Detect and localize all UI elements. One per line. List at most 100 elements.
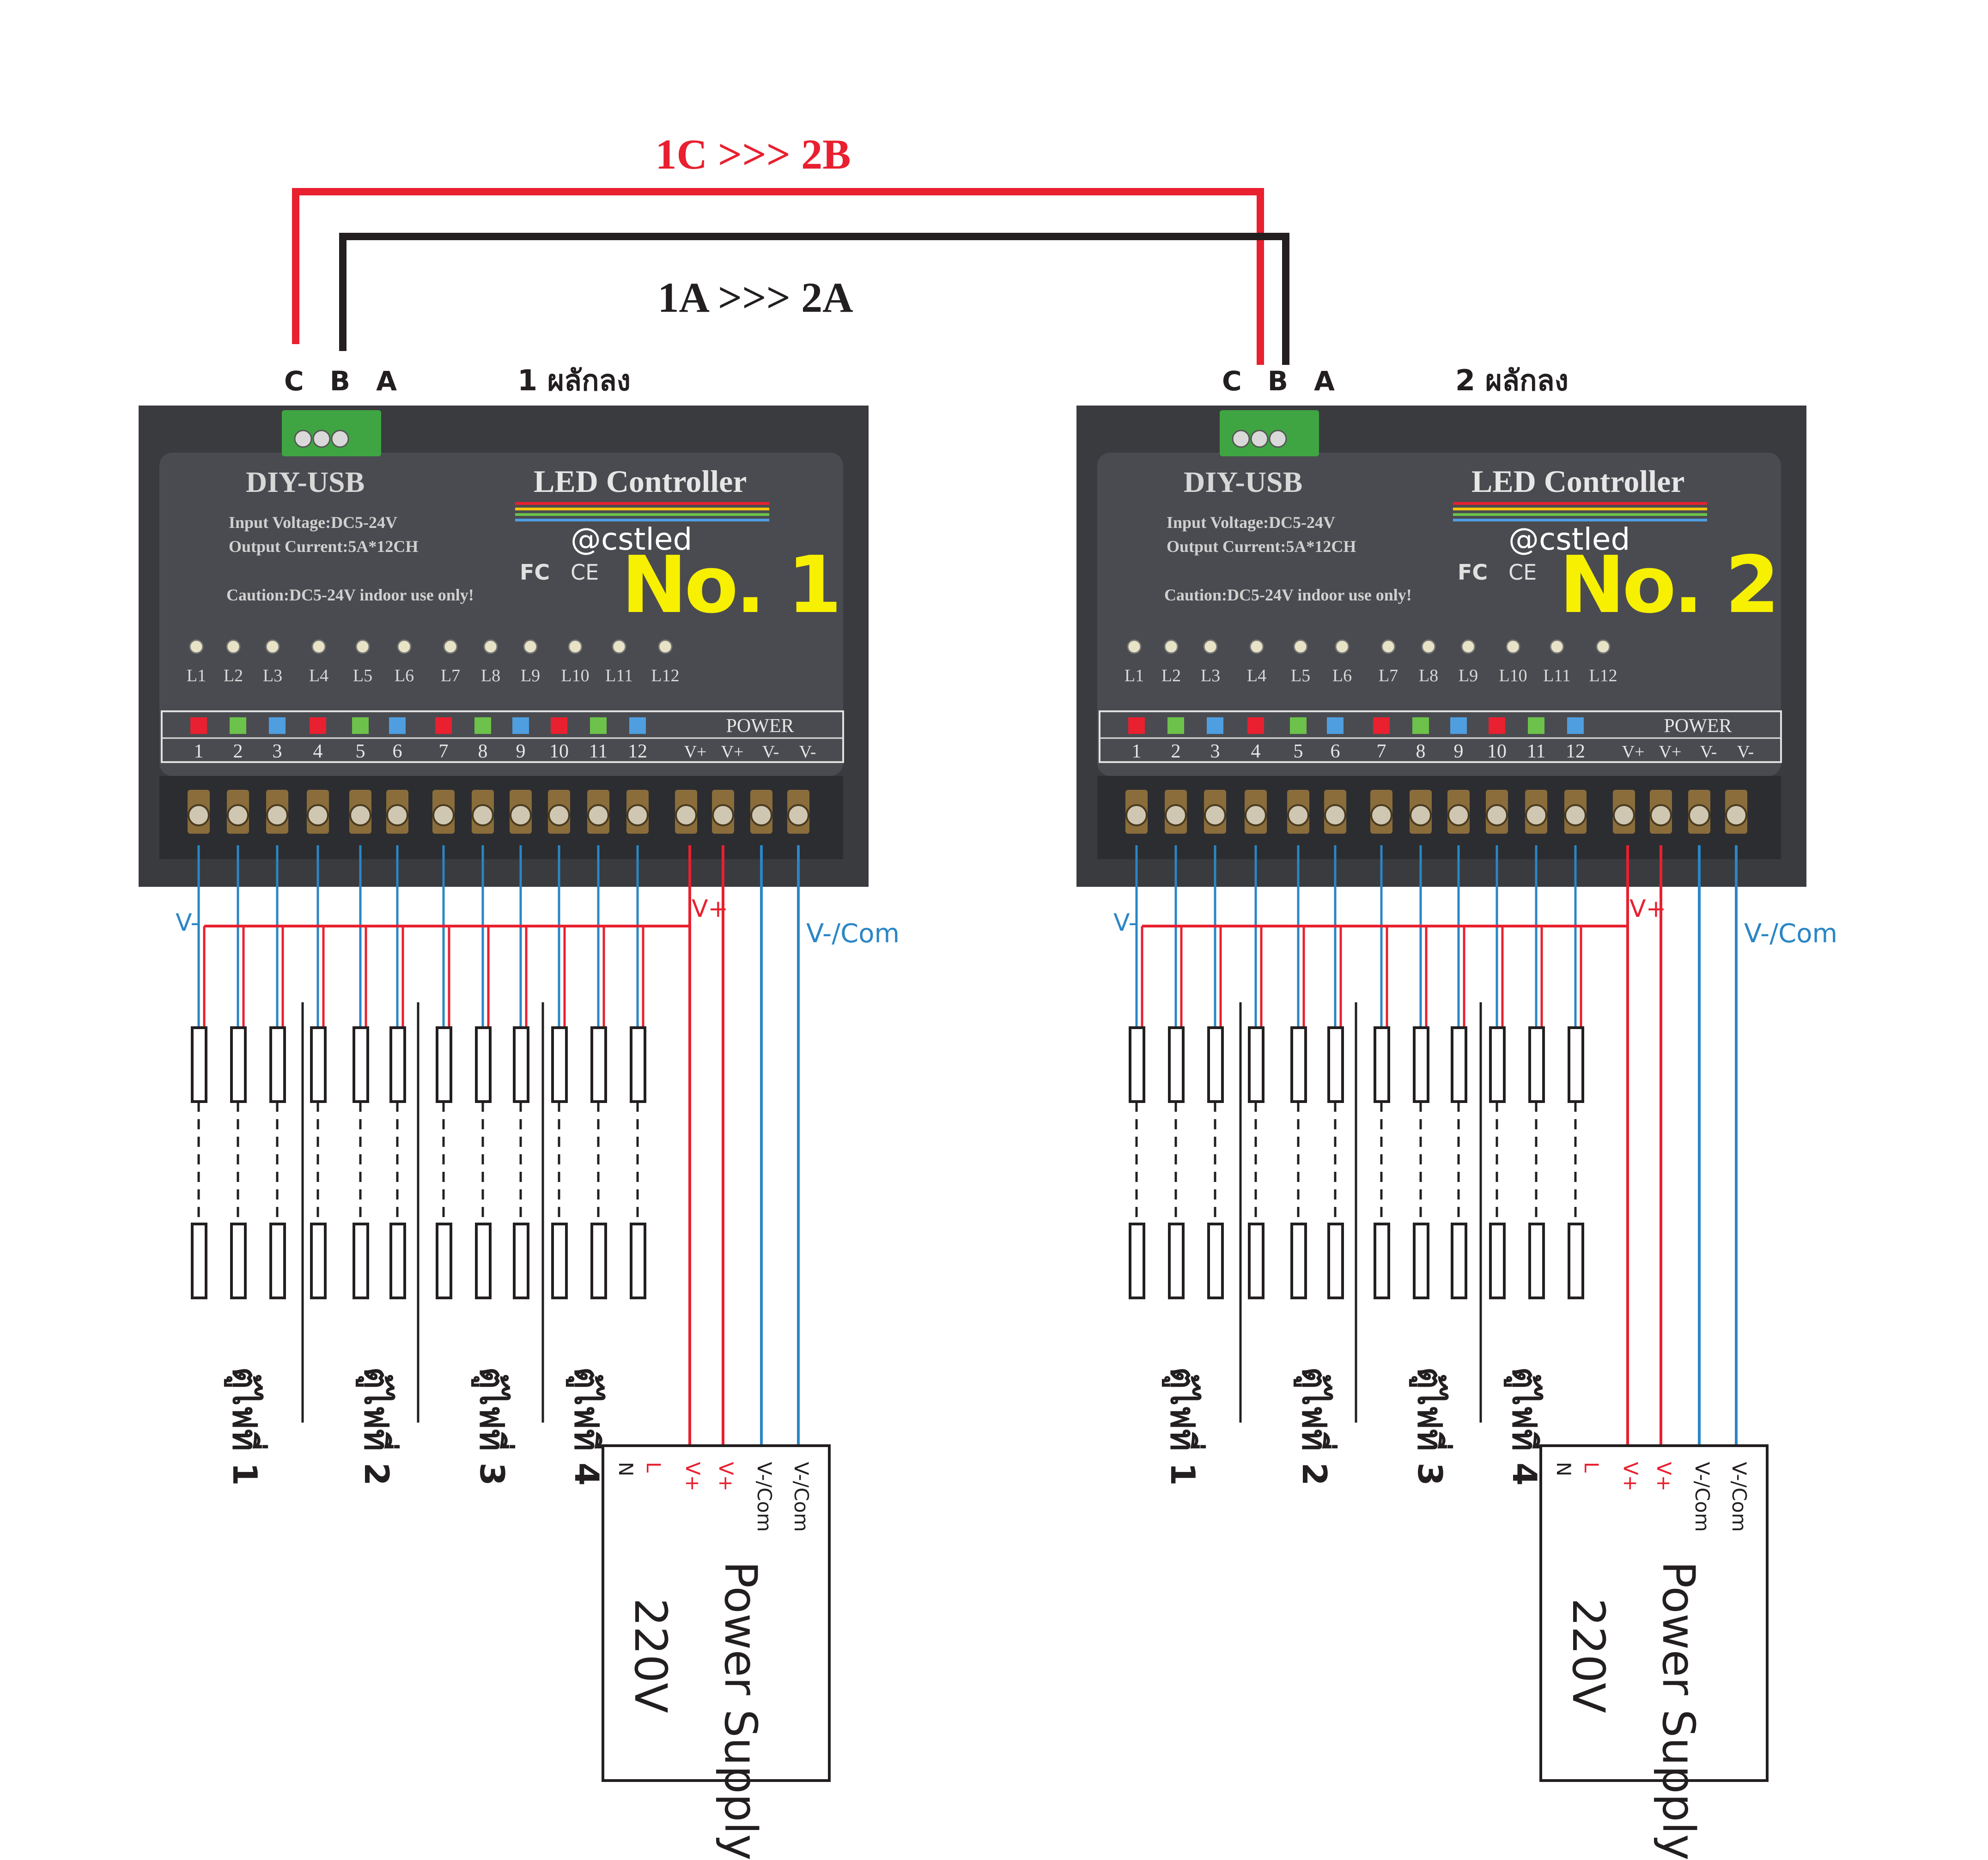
product-label: LED Controller: [534, 464, 747, 499]
led-strip-top: [1374, 1026, 1390, 1103]
led-indicator: [1381, 639, 1396, 654]
led-label: L11: [1543, 666, 1571, 685]
channel-table: [1099, 710, 1782, 763]
led-strip-bottom: [630, 1223, 646, 1299]
led-indicator: [355, 639, 370, 654]
cert-mark-fc: FC: [520, 560, 550, 585]
cba-terminal-label: C B A: [284, 365, 405, 397]
led-indicator: [658, 639, 673, 654]
led-label: L9: [521, 666, 540, 685]
led-strip-bottom: [1327, 1223, 1344, 1299]
led-label: L6: [1332, 666, 1352, 685]
led-indicator: [397, 639, 412, 654]
spec-output: Output Current:5A*12CH: [229, 537, 418, 556]
channel-color-swatch: [310, 717, 326, 734]
led-strip-bottom: [551, 1223, 568, 1299]
led-strip-top: [1248, 1026, 1265, 1103]
brand-label: DIY-USB: [1184, 466, 1302, 498]
led-strip-top: [630, 1026, 646, 1103]
controller-face: [1097, 453, 1781, 776]
led-strip-bottom: [269, 1223, 286, 1299]
terminal-screw: [1324, 804, 1346, 826]
led-strip-bottom: [475, 1223, 492, 1299]
terminal-screw: [787, 804, 809, 826]
terminal-screw: [1564, 804, 1587, 826]
channel-color-swatch: [1167, 717, 1184, 734]
terminal-screw: [1410, 804, 1432, 826]
zone-label: ตู้ไฟที่ 2: [1293, 1367, 1338, 1486]
led-strip-bottom: [1374, 1223, 1390, 1299]
channel-color-swatch: [629, 717, 646, 734]
led-strip-top: [1489, 1026, 1506, 1103]
led-strip-bottom: [191, 1223, 207, 1299]
terminal-strip-base: [1097, 776, 1781, 859]
channel-number: 10: [549, 741, 569, 762]
terminal-screw: [1370, 804, 1392, 826]
led-label: L8: [1419, 666, 1438, 685]
cba-screw: [1232, 430, 1250, 448]
led-label: L2: [1161, 666, 1181, 685]
channel-color-swatch: [551, 717, 567, 734]
led-strip-bottom: [1248, 1223, 1265, 1299]
zone-label: ตู้ไฟที่ 1: [1161, 1367, 1206, 1486]
led-label: L4: [309, 666, 328, 685]
terminal-screw: [307, 804, 329, 826]
cba-screw: [331, 430, 349, 448]
spec-input: Input Voltage:DC5-24V: [229, 513, 397, 532]
zone-label: ตู้ไฟที่ 2: [355, 1367, 400, 1486]
zone-label: ตู้ไฟที่ 3: [1409, 1367, 1453, 1486]
handle-watermark: @cstled: [571, 521, 692, 557]
vminus-label: V-: [176, 909, 199, 937]
cba-screw: [1269, 430, 1287, 448]
led-strip-top: [1327, 1026, 1344, 1103]
channel-color-swatch: [1373, 717, 1390, 734]
channel-number: 7: [439, 741, 449, 762]
terminal-screw: [266, 804, 288, 826]
channel-color-swatch: [435, 717, 452, 734]
terminal-screw: [227, 804, 249, 826]
led-indicator: [568, 639, 583, 654]
led-label: L9: [1459, 666, 1478, 685]
terminal-screw: [548, 804, 570, 826]
led-strip-top: [1568, 1026, 1584, 1103]
psu-pin-label: N: [1552, 1462, 1575, 1476]
led-strip-bottom: [1528, 1223, 1545, 1299]
link-label-red: 1C >>> 2B: [655, 131, 851, 178]
power-pin-label: V+: [684, 742, 707, 762]
led-strip-top: [1207, 1026, 1224, 1103]
controller-heading: 2 ผลักลง: [1455, 364, 1569, 397]
led-indicator: [443, 639, 458, 654]
led-label: L7: [441, 666, 460, 685]
channel-number: 5: [356, 741, 365, 762]
led-strip-top: [389, 1026, 406, 1103]
terminal-screw: [1447, 804, 1470, 826]
cba-screw: [294, 430, 312, 448]
channel-number: 1: [194, 741, 204, 762]
led-indicator: [1421, 639, 1436, 654]
led-strip-top: [475, 1026, 492, 1103]
channel-number: 9: [516, 741, 526, 762]
led-label: L10: [1499, 666, 1527, 685]
led-label: L1: [1125, 666, 1144, 685]
led-strip-top: [269, 1026, 286, 1103]
led-indicator: [1550, 639, 1564, 654]
led-indicator: [1293, 639, 1308, 654]
channel-number: 12: [628, 741, 647, 762]
channel-color-swatch: [1450, 717, 1467, 734]
channel-number: 11: [1527, 741, 1545, 762]
psu-title: Power Supply: [1653, 1561, 1704, 1860]
led-label: L2: [224, 666, 243, 685]
channel-color-swatch: [1327, 717, 1344, 734]
product-label: LED Controller: [1471, 464, 1685, 499]
psu-pin-label: V-/Com: [753, 1462, 776, 1532]
vcom-label: V-/Com: [1744, 919, 1837, 949]
led-indicator: [1203, 639, 1218, 654]
psu-title: Power Supply: [715, 1561, 766, 1860]
led-indicator: [483, 639, 498, 654]
led-strip-top: [590, 1026, 607, 1103]
psu-pin-label: V+: [681, 1462, 704, 1491]
led-strip-bottom: [436, 1223, 452, 1299]
channel-color-swatch: [352, 717, 369, 734]
power-pin-label: V+: [1659, 742, 1682, 762]
channel-number: 11: [589, 741, 608, 762]
